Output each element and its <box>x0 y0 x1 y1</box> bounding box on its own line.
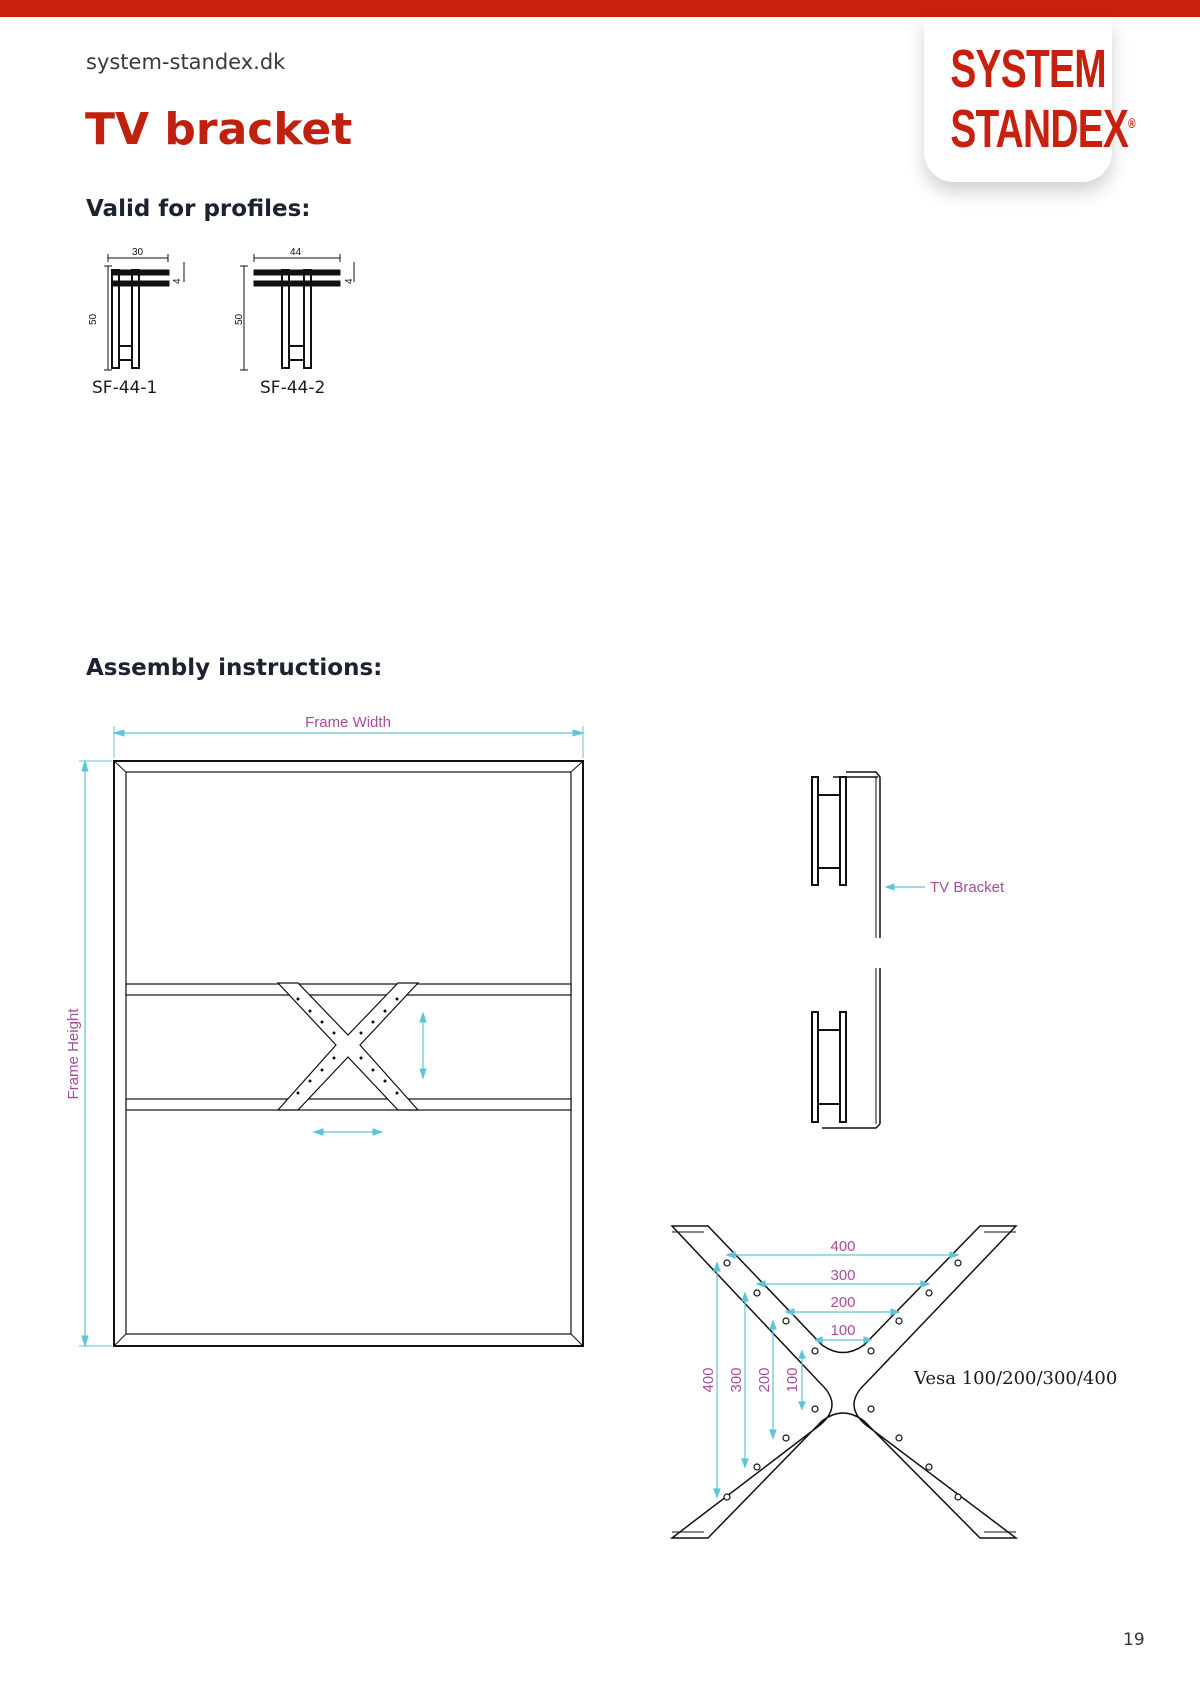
frame-width-label: Frame Width <box>305 714 391 731</box>
side-section-drawing <box>811 771 881 1129</box>
assembly-heading: Assembly instructions: <box>86 655 383 681</box>
tv-bracket-leader <box>884 883 925 891</box>
brand-logo: SYSTEM STANDEX® <box>924 17 1136 182</box>
sf-44-1-height-dim: 50 <box>88 313 99 325</box>
frame-width-dimension <box>112 726 585 758</box>
profiles-heading: Valid for profiles: <box>86 196 311 222</box>
x-bracket-in-frame <box>276 982 420 1111</box>
x-bracket-holes <box>296 997 399 1095</box>
frame-height-label: Frame Height <box>65 1008 82 1100</box>
profile-sf-44-1-drawing <box>104 254 185 371</box>
sf-44-2-height-dim: 50 <box>234 313 245 325</box>
top-accent-bar <box>0 0 1200 17</box>
profile-sf-44-2-drawing <box>240 254 355 371</box>
registered-mark: ® <box>1128 115 1135 131</box>
logo-line-2: STANDEX® <box>950 95 1135 157</box>
frame-height-dimension <box>79 759 112 1348</box>
logo-line-2-text: STANDEX <box>950 99 1129 159</box>
vesa-h-dim-400: 400 <box>830 1238 855 1255</box>
page-title: TV bracket <box>85 104 353 155</box>
vesa-x-bracket <box>669 1225 1019 1539</box>
profile-label-sf-44-1: SF-44-1 <box>92 378 158 398</box>
sf-44-1-width-dim: 30 <box>132 247 144 258</box>
page-number: 19 <box>1123 1630 1145 1650</box>
sf-44-1-lip-dim: 4 <box>172 278 183 284</box>
vesa-mount-holes <box>723 1259 962 1501</box>
vertical-adjust-arrow <box>419 1011 427 1080</box>
vesa-h-dim-300: 300 <box>830 1267 855 1284</box>
logo-line-1: SYSTEM <box>950 39 1106 99</box>
tv-bracket-label: TV Bracket <box>930 879 1005 896</box>
vesa-vertical-dimensions <box>713 1261 806 1499</box>
frame-drawing <box>113 760 584 1347</box>
profile-label-sf-44-2: SF-44-2 <box>260 378 326 398</box>
vesa-h-dim-200: 200 <box>830 1294 855 1311</box>
website-url: system-standex.dk <box>86 50 286 74</box>
vesa-v-dim-100: 100 <box>784 1367 801 1392</box>
sf-44-2-width-dim: 44 <box>290 247 302 258</box>
vesa-v-dim-200: 200 <box>756 1367 773 1392</box>
vesa-v-dim-300: 300 <box>728 1367 745 1392</box>
sf-44-2-lip-dim: 4 <box>344 278 355 284</box>
vesa-v-dim-400: 400 <box>700 1367 717 1392</box>
vesa-caption: Vesa 100/200/300/400 <box>914 1368 1118 1389</box>
horizontal-adjust-arrow <box>312 1128 384 1136</box>
vesa-h-dim-100: 100 <box>830 1322 855 1339</box>
vesa-horizontal-dimensions <box>725 1251 960 1344</box>
